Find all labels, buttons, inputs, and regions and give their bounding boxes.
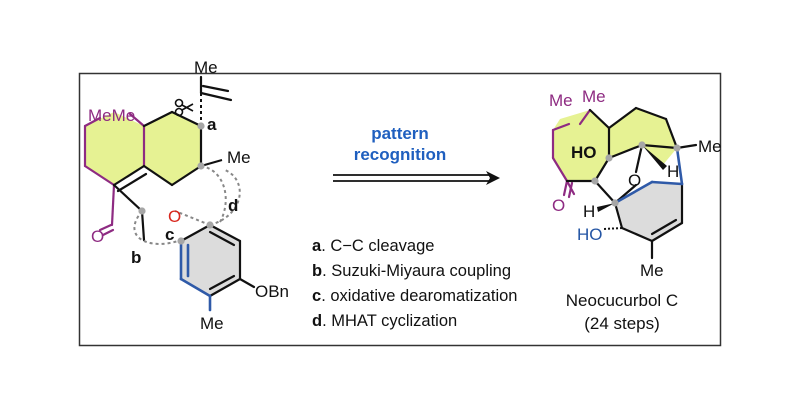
arrow-label-line2: recognition [354,145,447,164]
step-d: d. MHAT cyclization [312,312,457,330]
product-methyl-right: Me [698,137,722,156]
aromatic-ring-bonds [179,223,256,298]
product-name: Neocucurbol C [566,291,678,310]
product-carbonyl-oxygen: O [552,196,565,215]
reaction-arrow: pattern recognition [333,124,500,185]
bond-letter-c: c [165,225,174,244]
step-list: a. C−C cleavage b. Suzuki-Miyaura coupli… [312,237,517,330]
hashed-ho-bond [603,227,623,230]
product-ring-b-fill [609,108,677,166]
product-methyl-b: Me [582,87,606,106]
methyl-bond [200,159,223,167]
ring-a-fill [85,112,144,185]
product-h-right: H [667,162,679,181]
step-c: c. oxidative dearomatization [312,287,517,305]
aromatic-ring-fill [181,225,240,296]
product-dots [591,141,681,207]
product-purple-bonds [551,108,592,199]
product-ring-c-fill [615,182,682,241]
isopropenyl-group [199,75,233,102]
product-black-bonds [565,106,698,260]
ether-oxygen-label: O [168,207,181,226]
ring-b-bonds [112,110,203,242]
product-bridge-oxygen: O [628,171,641,190]
bond-letter-b: b [131,248,141,267]
methyl-bottom-label: Me [200,314,224,333]
bond-letter-d: d [228,196,238,215]
methyl-right-label: Me [227,148,251,167]
arrow-label-line1: pattern [371,124,429,143]
disconnection-arcs [133,165,241,245]
disconnection-dots [138,122,214,245]
starting-material: Me MeMe Me O O OBn Me a b c d [83,58,289,333]
step-b: b. Suzuki-Miyaura coupling [312,262,511,280]
gem-dimethyl-label: MeMe [88,106,135,125]
scheme-frame [78,72,722,347]
wedge-bond-h-left [597,203,615,212]
wedge-bond-h [642,145,667,170]
scissors-icon [174,98,194,117]
product-molecule: Me Me HO O Me H O H HO Me Neocucurbol C … [549,87,722,333]
product-h-left: H [583,202,595,221]
carbonyl-oxygen-label: O [91,227,104,246]
bond-letter-a: a [207,115,217,134]
product-steps-note: (24 steps) [584,314,660,333]
product-ho-top: HO [571,143,597,162]
product-methyl-bottom: Me [640,261,664,280]
product-methyl-a: Me [549,91,573,110]
obn-label: OBn [255,282,289,301]
ring-a-bonds [83,112,146,237]
step-a: a. C−C cleavage [312,237,434,255]
ring-b-fill [144,112,201,185]
product-ho-bottom: HO [577,225,603,244]
aromatic-blue-bonds [179,239,212,312]
methyl-top-label: Me [194,58,218,77]
product-blue-bonds [613,146,684,205]
product-ring-a-fill [553,110,609,181]
